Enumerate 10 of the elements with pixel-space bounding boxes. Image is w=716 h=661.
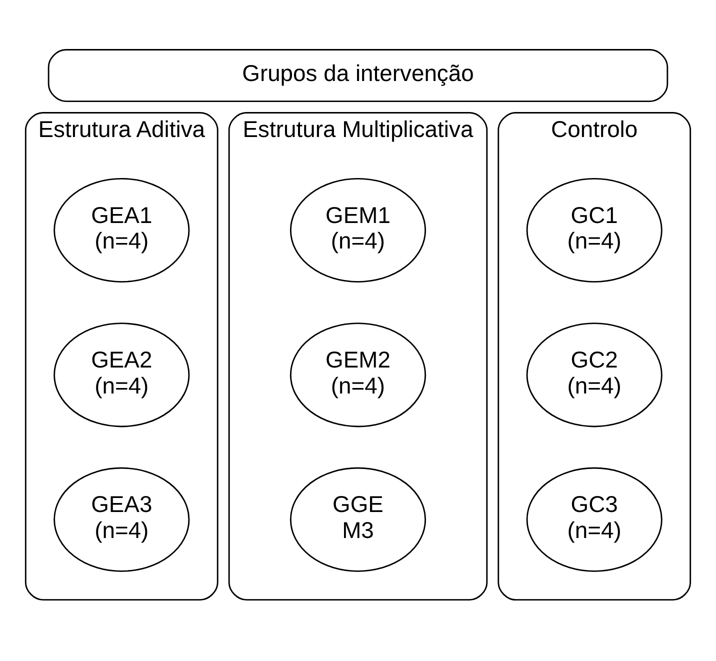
node-ellipse: GC3 (n=4)	[526, 467, 662, 572]
node-ellipse: GEA2 (n=4)	[54, 322, 190, 428]
node-ellipse: GC1 (n=4)	[526, 178, 662, 283]
node-ellipse: GEM1 (n=4)	[290, 178, 426, 283]
node-ellipse: GEM2 (n=4)	[290, 322, 426, 428]
node-ellipse: GC2 (n=4)	[526, 322, 662, 428]
node-ellipse: GGE M3	[290, 467, 426, 572]
node-ellipse: GEA1 (n=4)	[54, 178, 190, 283]
node-ellipse: GEA3 (n=4)	[54, 467, 190, 572]
node-box: Grupos da intervenção	[48, 49, 668, 102]
